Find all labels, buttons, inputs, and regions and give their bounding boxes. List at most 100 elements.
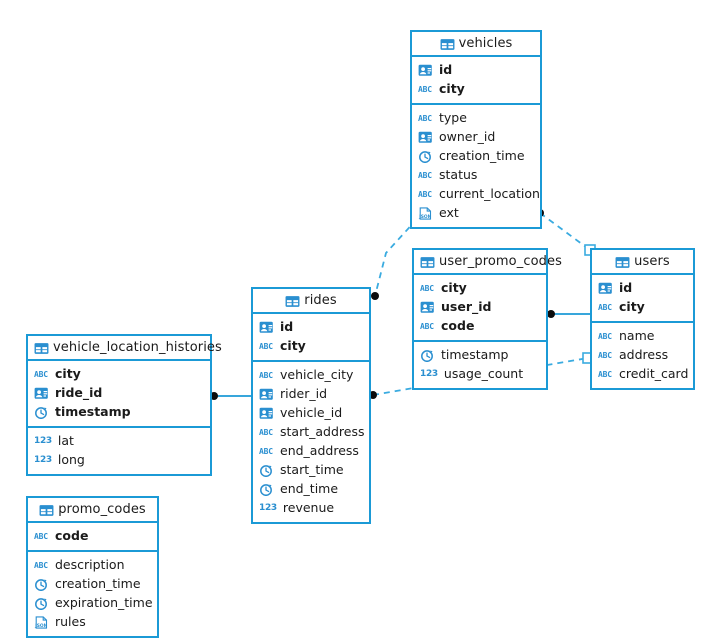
abc-text-icon: ABC bbox=[259, 428, 273, 437]
column-name: city bbox=[55, 366, 81, 382]
number-icon: 123 bbox=[34, 436, 52, 446]
table-header-rides[interactable]: rides bbox=[253, 289, 369, 314]
table-header-user_promo_codes[interactable]: user_promo_codes bbox=[414, 250, 562, 275]
table-row[interactable]: ABC city bbox=[592, 298, 693, 317]
column-name: start_address bbox=[280, 424, 365, 440]
table-row[interactable]: id bbox=[412, 61, 540, 80]
table-row[interactable]: rider_id bbox=[253, 385, 369, 404]
table-row[interactable]: timestamp bbox=[414, 346, 546, 365]
table-header-vehicles[interactable]: vehicles bbox=[412, 32, 540, 57]
column-name: vehicle_id bbox=[280, 405, 343, 421]
id-card-icon bbox=[34, 387, 49, 400]
clock-icon bbox=[420, 349, 435, 362]
column-name: timestamp bbox=[441, 347, 509, 363]
relationship-vehicle_location_histories-to-rides[interactable] bbox=[210, 392, 251, 400]
column-name: expiration_time bbox=[55, 595, 153, 611]
table-row[interactable]: creation_time bbox=[28, 575, 157, 594]
table-row[interactable]: ABC description bbox=[28, 556, 157, 575]
table-title: users bbox=[634, 254, 670, 269]
column-name: rider_id bbox=[280, 386, 328, 402]
number-icon: 123 bbox=[259, 503, 277, 513]
table-header-users[interactable]: users bbox=[592, 250, 693, 275]
id-card-icon bbox=[598, 282, 613, 295]
relationship-line bbox=[539, 212, 591, 251]
column-name: city bbox=[439, 81, 465, 97]
abc-text-icon: ABC bbox=[34, 532, 48, 541]
table-row[interactable]: timestamp bbox=[28, 403, 210, 422]
table-header-vehicle_location_histories[interactable]: vehicle_location_histories bbox=[28, 336, 222, 361]
relationship-endpoint-dot-source bbox=[547, 310, 555, 318]
table-row[interactable]: ride_id bbox=[28, 384, 210, 403]
column-name: credit_card bbox=[619, 366, 689, 382]
relationship-endpoint-dot-target bbox=[371, 292, 379, 300]
column-name: city bbox=[280, 338, 306, 354]
table-header-promo_codes[interactable]: promo_codes bbox=[28, 498, 157, 523]
abc-text-icon: ABC bbox=[418, 190, 432, 199]
id-card-icon bbox=[259, 321, 274, 334]
number-icon: 123 bbox=[34, 455, 52, 465]
column-name: vehicle_city bbox=[280, 367, 354, 383]
json-file-icon: JSON bbox=[418, 207, 433, 220]
abc-text-icon: ABC bbox=[420, 284, 434, 293]
column-name: city bbox=[619, 299, 645, 315]
table-row[interactable]: owner_id bbox=[412, 128, 540, 147]
table-row[interactable]: expiration_time bbox=[28, 594, 157, 613]
abc-text-icon: ABC bbox=[418, 171, 432, 180]
table-row[interactable]: id bbox=[253, 318, 369, 337]
relationship-user_promo_codes-to-users[interactable] bbox=[547, 310, 590, 318]
table-row[interactable]: JSON ext bbox=[412, 204, 540, 223]
table-row[interactable]: end_time bbox=[253, 480, 369, 499]
table-row[interactable]: creation_time bbox=[412, 147, 540, 166]
table-row[interactable]: user_id bbox=[414, 298, 546, 317]
abc-text-icon: ABC bbox=[598, 303, 612, 312]
table-row[interactable]: start_time bbox=[253, 461, 369, 480]
table-row[interactable]: id bbox=[592, 279, 693, 298]
abc-text-icon: ABC bbox=[34, 370, 48, 379]
table-row[interactable]: ABC start_address bbox=[253, 423, 369, 442]
column-name: id bbox=[619, 280, 633, 296]
table-row[interactable]: ABC type bbox=[412, 109, 540, 128]
clock-icon bbox=[259, 464, 274, 477]
column-name: end_address bbox=[280, 443, 359, 459]
abc-text-icon: ABC bbox=[34, 561, 48, 570]
table-grid-icon bbox=[34, 342, 49, 354]
abc-text-icon: ABC bbox=[418, 114, 432, 123]
table-row[interactable]: vehicle_id bbox=[253, 404, 369, 423]
column-name: ext bbox=[439, 205, 459, 221]
id-card-icon bbox=[259, 407, 274, 420]
column-name: description bbox=[55, 557, 125, 573]
table-row[interactable]: ABC city bbox=[28, 365, 210, 384]
table-title: rides bbox=[304, 293, 337, 308]
column-name: type bbox=[439, 110, 467, 126]
